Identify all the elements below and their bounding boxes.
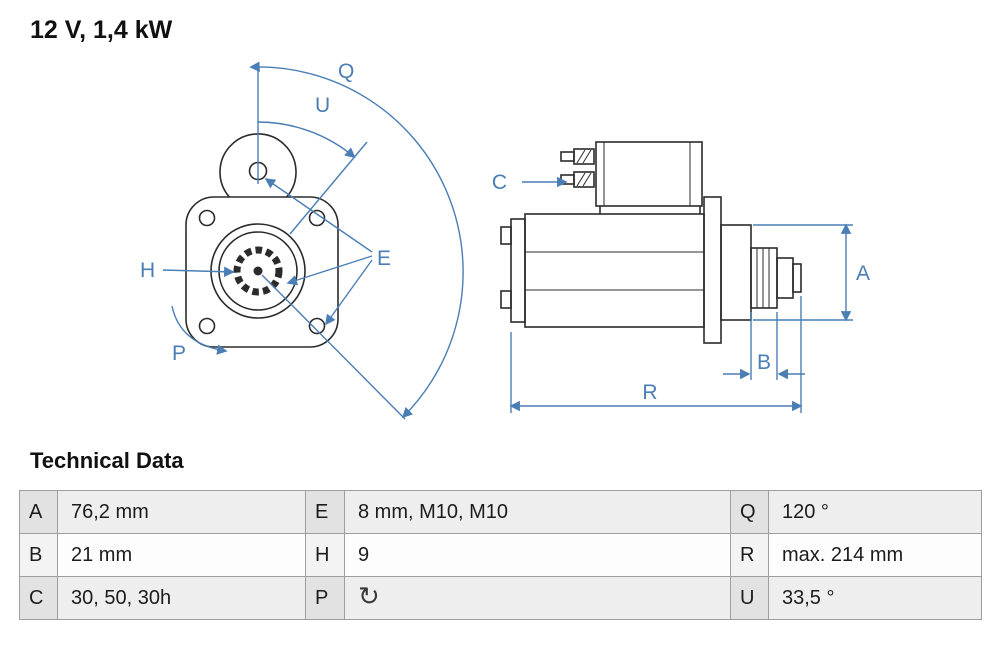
e-leader-line (264, 178, 373, 253)
dim-label-a: A (856, 262, 870, 285)
bolt-hole (198, 209, 216, 227)
table-cell-key-u: U (731, 577, 769, 620)
table-cell-value-b: 21 mm (58, 534, 306, 577)
table-cell-key-b: B (20, 534, 58, 577)
dim-label-e: E (377, 247, 391, 270)
solenoid (595, 141, 703, 207)
shaft-tip (792, 263, 802, 293)
table-cell-key-e: E (306, 491, 345, 534)
dim-label-u: U (315, 94, 330, 117)
technical-data-heading: Technical Data (30, 448, 184, 473)
u-angle-arc (257, 121, 356, 159)
technical-data-table: A 76,2 mm E 8 mm, M10, M10 Q 120 ° B 21 … (19, 490, 982, 620)
table-cell-key-c: C (20, 577, 58, 620)
dim-label-c: C (492, 171, 507, 194)
rear-tab (500, 226, 512, 245)
table-cell-key-q: Q (731, 491, 769, 534)
e-leader-line (325, 259, 373, 326)
dim-label-p: P (172, 342, 186, 365)
bolt-hole (198, 317, 216, 335)
rear-end-cap (510, 218, 526, 323)
side-dim-labels: C A B R (492, 171, 870, 404)
pinion-gear (750, 247, 778, 309)
front-dim-labels: Q U E H P (140, 60, 391, 365)
dim-label-h: H (140, 259, 155, 282)
dim-label-b: B (757, 351, 771, 374)
shaft-center (253, 266, 263, 276)
side-annotations (509, 176, 853, 413)
technical-drawing: Q U E H P (140, 60, 870, 420)
front-view (185, 133, 339, 348)
u-reference-line (289, 141, 368, 235)
drive-housing (720, 224, 752, 321)
table-cell-value-u: 33,5 ° (769, 577, 982, 620)
table-cell-value-r: max. 214 mm (769, 534, 982, 577)
mounting-flange (703, 196, 722, 344)
page-title: 12 V, 1,4 kW (30, 16, 173, 44)
table-cell-key-h: H (306, 534, 345, 577)
side-view (500, 141, 802, 344)
rotation-cw-icon: ↻ (358, 581, 380, 611)
rear-tab (500, 290, 512, 309)
table-cell-key-a: A (20, 491, 58, 534)
dim-label-q: Q (338, 60, 354, 83)
q-angle-arc (249, 61, 464, 419)
terminal-stud (560, 151, 575, 162)
front-annotations (162, 61, 464, 420)
p-rotation-arrow (171, 305, 228, 355)
dim-label-r: R (642, 381, 657, 404)
table-cell-value-p: ↻ (345, 577, 731, 620)
table-cell-value-q: 120 ° (769, 491, 982, 534)
table-cell-key-r: R (731, 534, 769, 577)
table-cell-value-h: 9 (345, 534, 731, 577)
h-leader-line (162, 266, 235, 277)
table-cell-value-c: 30, 50, 30h (58, 577, 306, 620)
table-cell-key-p: P (306, 577, 345, 620)
table-cell-value-e: 8 mm, M10, M10 (345, 491, 731, 534)
drive-shaft (776, 257, 794, 299)
motor-body (524, 213, 705, 328)
table-cell-value-a: 76,2 mm (58, 491, 306, 534)
e-leader-line (286, 255, 373, 286)
